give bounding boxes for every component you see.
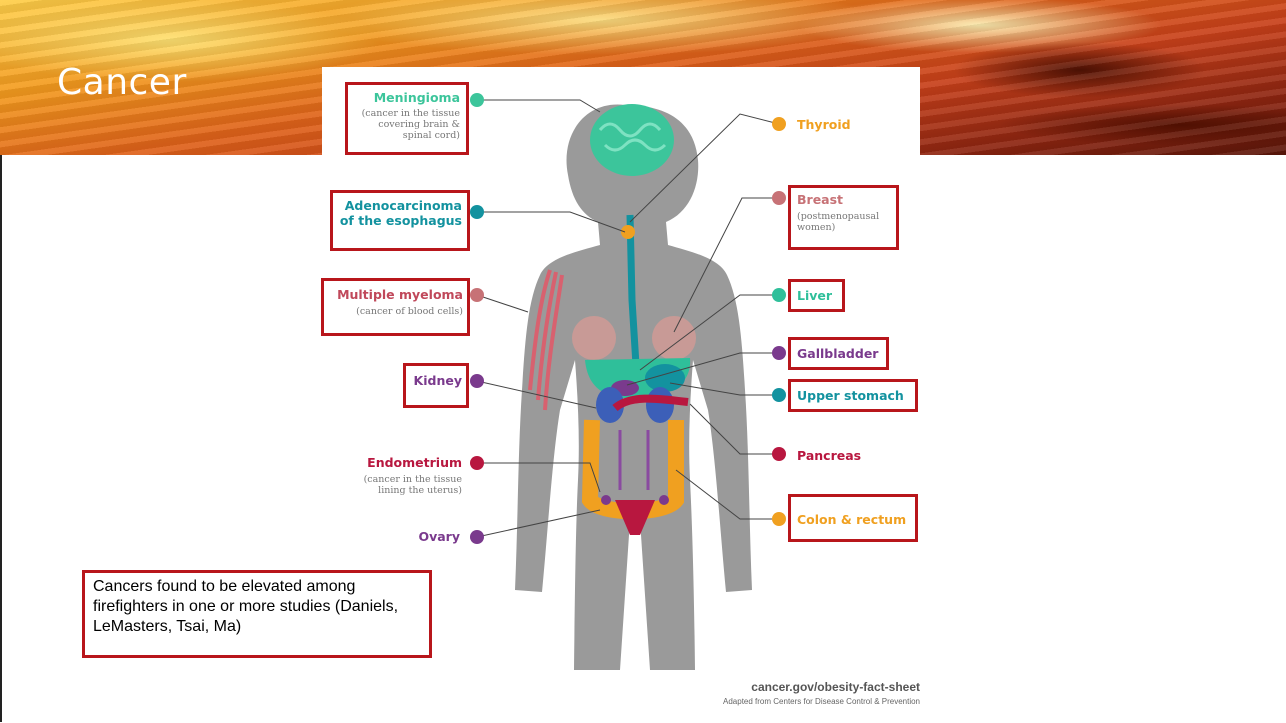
breast-right-shape [652, 316, 696, 360]
thyroid-dot [772, 117, 786, 131]
liver-dot [772, 288, 786, 302]
myeloma-dot [470, 288, 484, 302]
myeloma-highlight [321, 278, 470, 336]
ovary-label: Ovary [400, 529, 460, 544]
esophagus-highlight [330, 190, 470, 251]
pancreas-dot [772, 447, 786, 461]
meningioma-highlight [345, 82, 469, 155]
upper-stomach-highlight [788, 379, 918, 412]
breast-highlight [788, 185, 899, 250]
ovary-dot [470, 530, 484, 544]
kidney-highlight [403, 363, 469, 408]
colon-dot [772, 512, 786, 526]
firefighter-note-box: Cancers found to be elevated among firef… [82, 570, 432, 658]
thyroid-shape [621, 225, 635, 239]
breast-dot [772, 191, 786, 205]
gallbladder-dot [772, 346, 786, 360]
liver-highlight [788, 279, 845, 312]
breast-left-shape [572, 316, 616, 360]
kidney-dot [470, 374, 484, 388]
colon-highlight [788, 494, 918, 542]
endometrium-note: (cancer in the tissue lining the uterus) [340, 474, 462, 496]
pancreas-label: Pancreas [797, 448, 861, 463]
source-url: cancer.gov/obesity-fact-sheet [640, 680, 920, 694]
upper-stomach-dot [772, 388, 786, 402]
gallbladder-highlight [788, 337, 889, 370]
kidney-right-shape [646, 387, 674, 423]
thyroid-label: Thyroid [797, 117, 851, 132]
endometrium-dot [470, 456, 484, 470]
esophagus-dot [470, 205, 484, 219]
source-credit: Adapted from Centers for Disease Control… [600, 697, 920, 706]
endometrium-label: Endometrium [340, 455, 462, 470]
meningioma-dot [470, 93, 484, 107]
